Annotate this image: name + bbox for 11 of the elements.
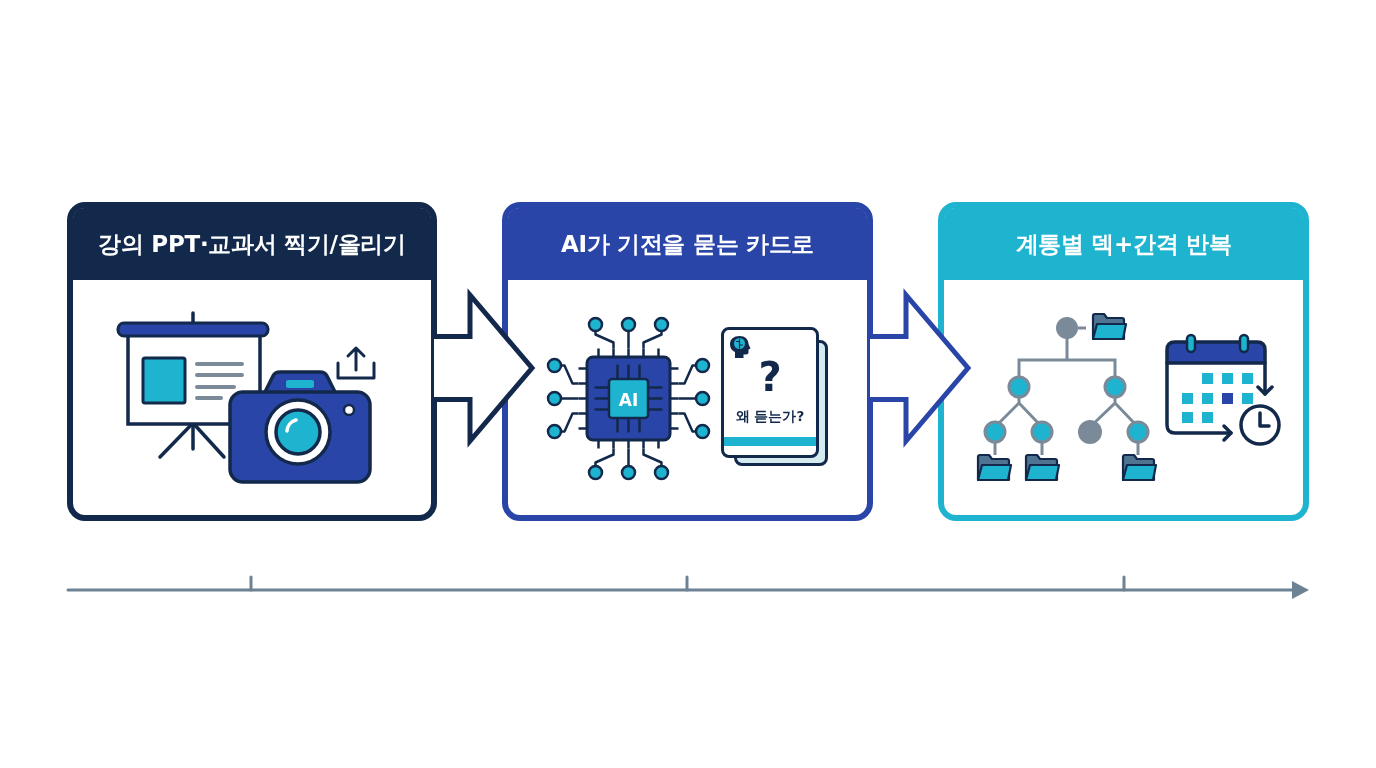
chip-label: AI [618,391,639,408]
step-title: 계통별 덱+간격 반복 [1015,229,1232,259]
step-panel [938,202,1309,521]
step-panel [67,202,437,521]
step-title: 강의 PPT·교과서 찍기/올리기 [98,229,406,259]
card-question: 왜 듣는가? [735,410,805,424]
question-mark: ? [758,357,782,397]
block-arrow [431,288,536,448]
step-title: AI가 기전을 묻는 카드로 [560,229,815,259]
step-panel [502,202,873,521]
block-arrow [867,288,972,448]
